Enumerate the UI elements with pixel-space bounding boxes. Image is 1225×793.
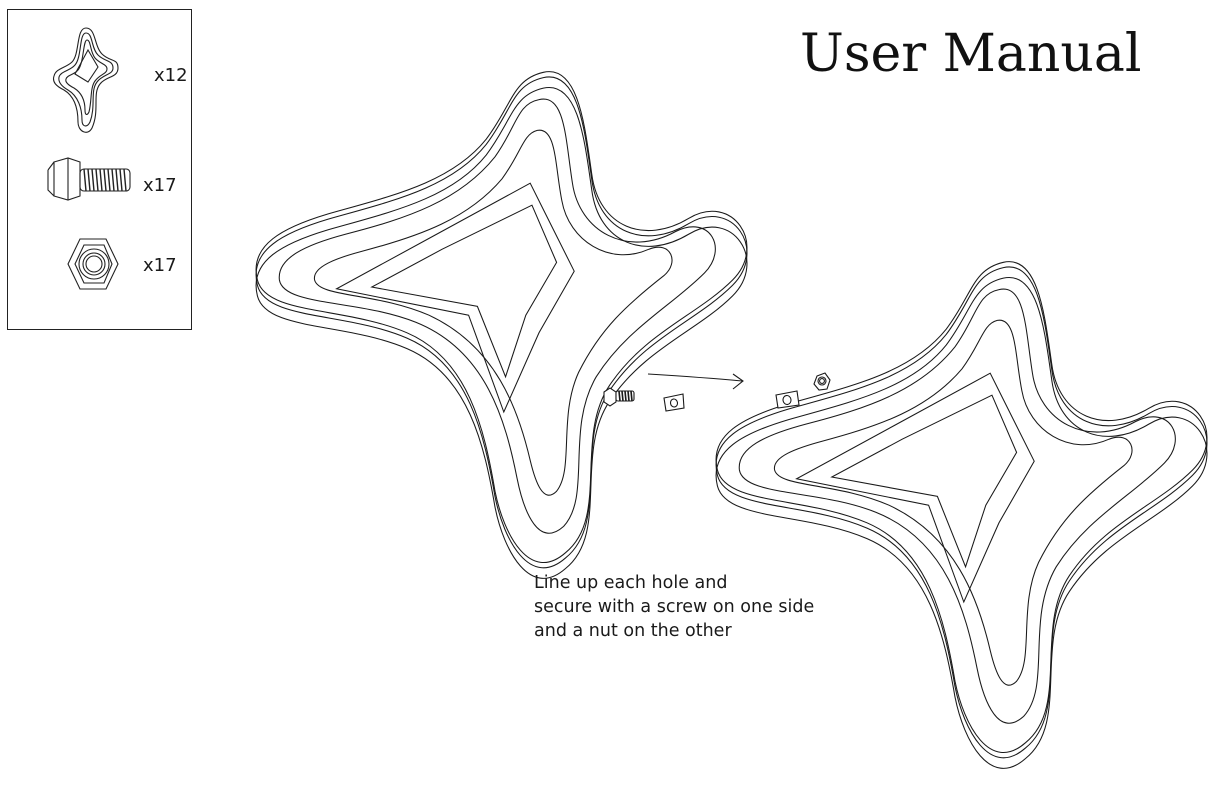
star-piece-icon <box>52 27 119 133</box>
arrow-icon <box>647 373 744 390</box>
page-title: User Manual <box>800 24 1142 84</box>
left-hole-tab <box>663 393 685 412</box>
instruction-line: secure with a screw on one side <box>534 597 815 617</box>
screw-icon <box>47 157 131 201</box>
parts-list-box: x12 x17 x17 <box>7 9 192 330</box>
screw-quantity: x17 <box>143 175 177 196</box>
instruction-line: Line up each hole and <box>534 573 728 593</box>
small-nut-icon <box>813 372 831 391</box>
connection-detail <box>603 372 831 412</box>
right-hole-tab <box>775 390 800 409</box>
nut-icon <box>67 238 119 290</box>
star-piece-quantity: x12 <box>154 65 188 86</box>
left-star-piece <box>255 71 748 579</box>
instruction-text: Line up each hole and secure with a scre… <box>534 571 814 643</box>
small-screw-icon <box>603 387 635 407</box>
nut-quantity: x17 <box>143 255 177 276</box>
instruction-line: and a nut on the other <box>534 621 732 641</box>
right-star-piece <box>715 261 1208 769</box>
